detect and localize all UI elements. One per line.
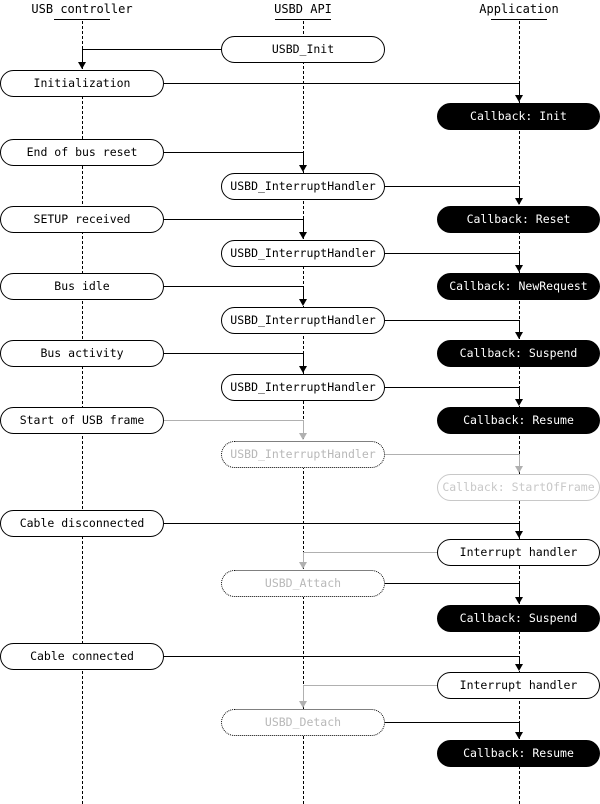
node-n19[interactable]: Cable disconnected bbox=[0, 510, 164, 537]
connector-c07-vertical bbox=[303, 286, 304, 299]
node-n20[interactable]: Interrupt handler bbox=[437, 539, 600, 566]
node-n04[interactable]: End of bus reset bbox=[0, 139, 164, 166]
connector-c15-arrowhead-icon bbox=[515, 597, 523, 604]
connector-c08-vertical bbox=[519, 320, 520, 332]
node-n16[interactable]: Start of USB frame bbox=[0, 407, 164, 434]
connector-c18-vertical bbox=[519, 722, 520, 732]
lifeline-label-usb-controller: USB controller bbox=[31, 2, 133, 16]
connector-c07-arrowhead-icon bbox=[299, 299, 307, 306]
node-n18[interactable]: Callback: StartOfFrame bbox=[437, 474, 600, 501]
lifeline-label-application: Application bbox=[479, 2, 559, 16]
connector-c15-horizontal bbox=[385, 583, 519, 584]
node-n13[interactable]: Bus activity bbox=[0, 340, 164, 367]
connector-c07-horizontal bbox=[164, 286, 303, 287]
connector-c05-horizontal bbox=[164, 219, 303, 220]
connector-c10-arrowhead-icon bbox=[515, 399, 523, 406]
node-n03[interactable]: Callback: Init bbox=[437, 103, 600, 130]
node-n07[interactable]: SETUP received bbox=[0, 206, 164, 233]
lifeline-label-usbd-api: USBD API bbox=[274, 2, 332, 16]
node-n15[interactable]: Callback: Resume bbox=[437, 407, 600, 434]
connector-c05-arrowhead-icon bbox=[299, 232, 307, 239]
connector-c16-horizontal bbox=[164, 656, 519, 657]
node-n06[interactable]: Callback: Reset bbox=[437, 206, 600, 233]
node-n25[interactable]: USBD_Detach bbox=[221, 709, 385, 736]
connector-c12-vertical bbox=[519, 454, 520, 466]
connector-c17-horizontal bbox=[303, 685, 437, 686]
connector-c01-arrowhead-icon bbox=[78, 62, 86, 69]
node-n01[interactable]: USBD_Init bbox=[221, 36, 385, 63]
connector-c18-horizontal bbox=[385, 722, 519, 723]
connector-c17-vertical bbox=[303, 685, 304, 701]
node-n14[interactable]: USBD_InterruptHandler bbox=[221, 374, 385, 401]
node-n12[interactable]: Callback: Suspend bbox=[437, 340, 600, 367]
connector-c13-vertical bbox=[519, 523, 520, 531]
node-n08[interactable]: USBD_InterruptHandler bbox=[221, 240, 385, 267]
connector-c12-horizontal bbox=[385, 454, 519, 455]
connector-c10-horizontal bbox=[385, 387, 519, 388]
lifeline-tick-usbd-api bbox=[275, 19, 331, 20]
connector-c06-horizontal bbox=[385, 253, 519, 254]
lifeline-tick-usb-controller bbox=[54, 19, 110, 20]
node-n23[interactable]: Cable connected bbox=[0, 643, 164, 670]
connector-c15-vertical bbox=[519, 583, 520, 597]
connector-c11-arrowhead-icon bbox=[299, 433, 307, 440]
connector-c03-horizontal bbox=[164, 152, 303, 153]
connector-c18-arrowhead-icon bbox=[515, 732, 523, 739]
connector-c12-arrowhead-icon bbox=[515, 466, 523, 473]
connector-c13-arrowhead-icon bbox=[515, 531, 523, 538]
node-n21[interactable]: USBD_Attach bbox=[221, 570, 385, 597]
connector-c04-vertical bbox=[519, 186, 520, 198]
node-n26[interactable]: Callback: Resume bbox=[437, 740, 600, 767]
connector-c16-arrowhead-icon bbox=[515, 664, 523, 671]
connector-c09-horizontal bbox=[164, 353, 303, 354]
connector-c02-vertical bbox=[519, 83, 520, 95]
connector-c04-arrowhead-icon bbox=[515, 198, 523, 205]
connector-c14-vertical bbox=[303, 552, 304, 562]
connector-c03-arrowhead-icon bbox=[299, 165, 307, 172]
connector-c04-horizontal bbox=[385, 186, 519, 187]
connector-c08-arrowhead-icon bbox=[515, 332, 523, 339]
connector-c09-arrowhead-icon bbox=[299, 366, 307, 373]
node-n11[interactable]: USBD_InterruptHandler bbox=[221, 307, 385, 334]
lifeline-usbd-api bbox=[303, 21, 304, 804]
connector-c08-horizontal bbox=[385, 320, 519, 321]
connector-c01-horizontal bbox=[82, 49, 221, 50]
node-n17[interactable]: USBD_InterruptHandler bbox=[221, 441, 385, 468]
node-n24[interactable]: Interrupt handler bbox=[437, 672, 600, 699]
connector-c02-arrowhead-icon bbox=[515, 95, 523, 102]
connector-c13-horizontal bbox=[164, 523, 519, 524]
connector-c14-arrowhead-icon bbox=[299, 562, 307, 569]
node-n22[interactable]: Callback: Suspend bbox=[437, 605, 600, 632]
node-n10[interactable]: Bus idle bbox=[0, 273, 164, 300]
node-n09[interactable]: Callback: NewRequest bbox=[437, 273, 600, 300]
connector-c03-vertical bbox=[303, 152, 304, 165]
lifeline-tick-application bbox=[491, 19, 547, 20]
connector-c10-vertical bbox=[519, 387, 520, 399]
connector-c17-arrowhead-icon bbox=[299, 701, 307, 708]
connector-c02-horizontal bbox=[164, 83, 519, 84]
node-n02[interactable]: Initialization bbox=[0, 70, 164, 97]
connector-c06-vertical bbox=[519, 253, 520, 265]
connector-c05-vertical bbox=[303, 219, 304, 232]
connector-c11-vertical bbox=[303, 420, 304, 433]
connector-c09-vertical bbox=[303, 353, 304, 366]
connector-c14-horizontal bbox=[303, 552, 437, 553]
connector-c06-arrowhead-icon bbox=[515, 265, 523, 272]
connector-c01-vertical bbox=[82, 49, 83, 62]
node-n05[interactable]: USBD_InterruptHandler bbox=[221, 173, 385, 200]
connector-c16-vertical bbox=[519, 656, 520, 664]
connector-c11-horizontal bbox=[164, 420, 303, 421]
